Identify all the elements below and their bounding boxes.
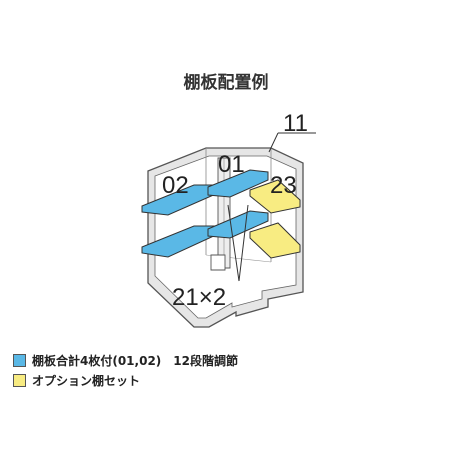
leader-21-b [238,204,249,282]
option-shelf-lower [249,222,301,259]
legend-swatch-standard [13,353,26,367]
legend-item-option: オプション棚セット [13,370,238,390]
label-02: 02 [162,172,189,199]
shelf-01-upper-right [207,169,269,198]
leader-21-a [227,204,240,282]
legend: 棚板合計4枚付(01,02) 12段階調節 オプション棚セット [13,350,238,390]
label-11: 11 [283,110,308,137]
shelf-01-lower-right [207,210,269,239]
leader-11-diag [268,132,279,153]
diagram-title: 棚板配置例 [183,73,269,93]
legend-text-option: オプション棚セット [32,373,141,388]
legend-text-standard: 棚板合計4枚付(01,02) 12段階調節 [32,353,238,368]
label-01: 01 [218,151,245,178]
legend-item-standard: 棚板合計4枚付(01,02) 12段階調節 [13,350,238,370]
option-shelves [249,179,301,259]
leader-lines [227,132,316,282]
standard-shelves [141,169,269,258]
option-shelf-upper [249,179,301,214]
post-foot [210,254,226,271]
label-21x2: 21×2 [172,284,226,311]
label-23: 23 [270,172,297,199]
legend-swatch-option [13,373,26,387]
